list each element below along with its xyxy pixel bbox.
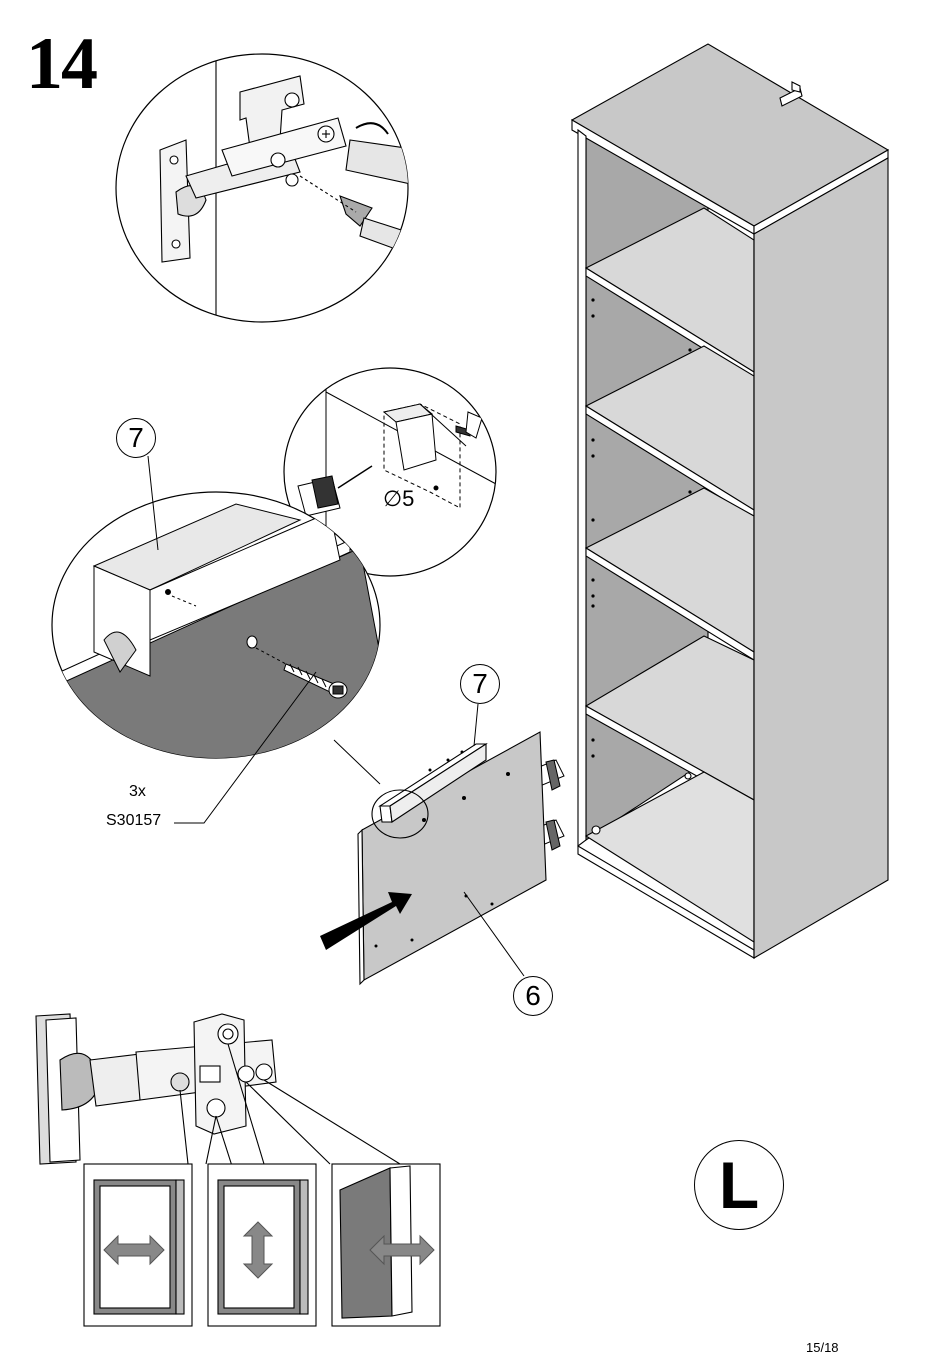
drill-size: ∅5 [383, 486, 414, 512]
hinge-adjustment-diagram [36, 1014, 440, 1326]
drill-size-value: 5 [402, 486, 414, 511]
door-panel [358, 704, 546, 984]
diameter-symbol: ∅ [383, 486, 402, 511]
part-label-rail-door-text: 7 [472, 668, 488, 700]
part-label-door-text: 6 [525, 980, 541, 1012]
part-label-rail: 7 [116, 418, 156, 458]
screw-quantity: 3x [129, 783, 146, 801]
part-label-door: 6 [513, 976, 553, 1016]
part-label-rail-text: 7 [128, 422, 144, 454]
part-label-rail-door: 7 [460, 664, 500, 704]
page-number: 15/18 [806, 1340, 839, 1355]
side-marker: L [694, 1140, 784, 1230]
side-marker-text: L [719, 1147, 759, 1223]
screw-code: S30157 [106, 812, 161, 830]
hinge-detail [116, 54, 420, 326]
bookcase [572, 44, 888, 958]
step-number: 14 [26, 22, 96, 107]
